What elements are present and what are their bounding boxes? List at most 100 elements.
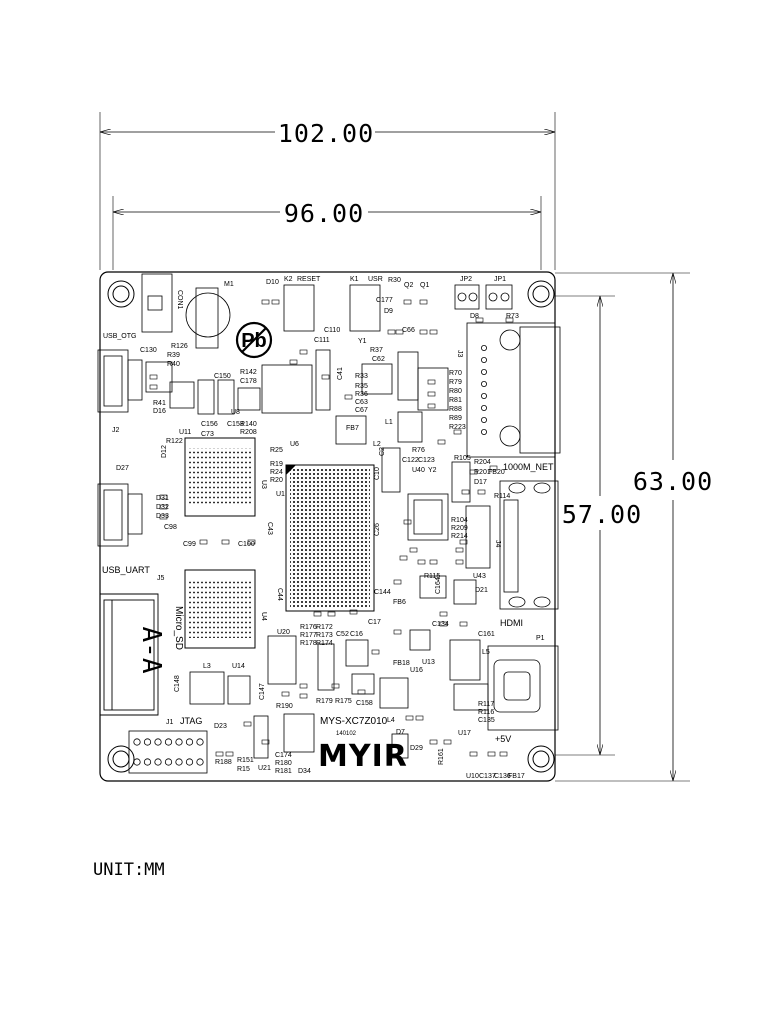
d27-label: D27 (116, 465, 129, 472)
c164-label: C164 (435, 577, 442, 594)
c161-label: C161 (478, 631, 495, 638)
d34-label: D34 (298, 768, 311, 775)
l4-label: L4 (387, 717, 395, 724)
fb18-label: FB18 (393, 660, 410, 667)
l5-label: L5 (482, 649, 490, 656)
r105-label: R105 (454, 455, 471, 462)
ethernet-jack (466, 322, 561, 458)
r70-label: R70 (449, 370, 462, 377)
d12-label: D12 (161, 445, 168, 458)
board-name-label: MYS-XC7Z010 (320, 716, 388, 727)
c111-label: C111 (314, 337, 330, 344)
coin-battery (185, 287, 231, 349)
r176-label: R176 (300, 624, 317, 631)
r223-label: R223 (449, 424, 466, 431)
soc-bga (285, 464, 375, 612)
r172-label: R172 (316, 624, 333, 631)
fb20-label: FB20 (488, 469, 505, 476)
d29-label: D29 (410, 745, 423, 752)
fb6-label: FB6 (393, 599, 406, 606)
d9-label: D9 (384, 308, 393, 315)
c158-label: C158 (356, 700, 373, 707)
d17-label: D17 (474, 479, 487, 486)
r179-label: R179 (316, 698, 333, 705)
u40-label: U40 (412, 467, 425, 474)
con1-label: CON1 (176, 290, 183, 310)
micro-sd-label: Micro_SD (173, 606, 184, 650)
j3-label: J3 (456, 350, 463, 358)
u11-label: U11 (179, 429, 191, 436)
usb-otg-connector (97, 349, 143, 413)
c150-label: C150 (214, 373, 231, 380)
d8-label: D8 (470, 313, 479, 320)
d10-label: D10 (266, 279, 279, 286)
r15-label: R15 (237, 766, 250, 773)
r173-label: R173 (316, 632, 333, 639)
u14-label: U14 (232, 663, 245, 670)
r117-label: R117 (478, 701, 494, 708)
d32-label: D32 (156, 504, 169, 511)
c134-label: C134 (432, 621, 449, 628)
inner-height-label: 57.00 (562, 500, 642, 529)
dimension-inner-height: 57.00 (555, 295, 642, 756)
overall-height-label: 63.00 (633, 467, 713, 496)
jp1-label: JP1 (494, 276, 506, 283)
c52-label: C52 (336, 631, 349, 638)
r175-label: R175 (335, 698, 352, 705)
c136-label: C136 (494, 773, 511, 780)
r208-label: R208 (240, 429, 257, 436)
reset-label: RESET (297, 276, 321, 283)
c130-label: C130 (140, 347, 157, 354)
c148-label: C148 (174, 675, 181, 692)
r115-label: R115 (424, 573, 440, 580)
d7-label: D7 (396, 729, 405, 736)
l3-label: L3 (203, 663, 211, 670)
j2-label: J2 (112, 427, 120, 434)
r177-label: R177 (300, 632, 317, 639)
k1-label: K1 (350, 276, 359, 283)
inner-width-label: 96.00 (284, 199, 364, 228)
reset-button (283, 284, 315, 332)
hdmi-label: HDMI (500, 618, 523, 628)
c62-label: C62 (372, 356, 385, 363)
r142-label: R142 (240, 369, 257, 376)
ddr-chip-bottom (184, 569, 256, 649)
r161-label: R161 (438, 748, 445, 765)
m1-label: M1 (224, 281, 234, 288)
r178-label: R178 (300, 640, 317, 647)
r188-label: R188 (215, 759, 232, 766)
hdmi-connector (499, 480, 559, 610)
y1-label: Y1 (358, 338, 367, 345)
fb7-label: FB7 (346, 425, 359, 432)
usr-label: USR (368, 276, 383, 283)
jtag-label: JTAG (180, 716, 202, 726)
r24-label: R24 (270, 469, 283, 476)
overall-width-label: 102.00 (278, 119, 374, 148)
c100-label: C100 (238, 541, 255, 548)
c135-label: C135 (478, 717, 495, 724)
r36-label: R36 (355, 391, 368, 398)
regulator-area-upper (145, 361, 313, 415)
k2-label: K2 (284, 276, 293, 283)
c156-label: C156 (201, 421, 218, 428)
power-jack (141, 273, 173, 333)
l2-label: L2 (373, 441, 381, 448)
r39-label: R39 (167, 352, 180, 359)
q2-label: Q2 (404, 282, 413, 289)
d23-label: D23 (214, 723, 227, 730)
r73-label: R73 (506, 313, 519, 320)
usr-button (349, 284, 381, 332)
r201-label: R201 (474, 469, 491, 476)
c73-label: C73 (201, 431, 214, 438)
u21-label: U21 (258, 765, 271, 772)
r151-label: R151 (237, 757, 254, 764)
u13-label: U13 (422, 659, 435, 666)
c63-label: C63 (355, 399, 368, 406)
u6-label: U6 (290, 441, 299, 448)
jp2-jumper (454, 284, 480, 310)
u4-label: U4 (260, 612, 267, 621)
r80-label: R80 (449, 388, 462, 395)
r19-label: R19 (270, 461, 283, 468)
r81-label: R81 (449, 397, 462, 404)
